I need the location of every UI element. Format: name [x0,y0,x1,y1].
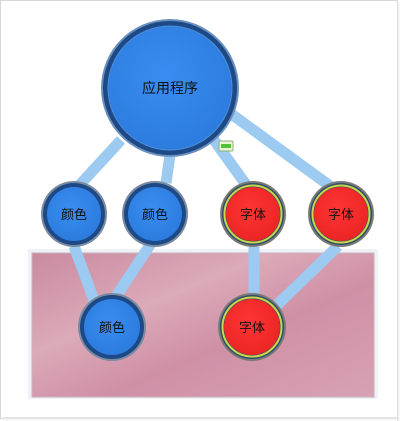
frame-shadow-right [397,3,400,421]
edge-font-2-font-3 [272,242,342,310]
edge-color-1-color-3 [68,244,101,305]
node-color-3[interactable]: 颜色 [78,293,146,361]
node-font-1-label: 字体 [240,208,266,223]
node-font-3-label: 字体 [239,321,265,336]
node-color-2-label: 颜色 [142,207,168,223]
node-font-3[interactable]: 字体 [218,293,286,361]
edges [68,108,342,310]
edge-root-font-2 [226,108,334,191]
connector-handle[interactable] [218,140,234,152]
node-color-2[interactable]: 颜色 [122,181,188,247]
node-color-3-label: 颜色 [99,320,125,336]
node-color-1[interactable]: 颜色 [41,181,107,247]
node-font-2[interactable]: 字体 [308,181,374,247]
edge-root-color-1 [70,136,126,194]
node-font-2-label: 字体 [328,208,354,223]
node-root-label: 应用程序 [142,80,198,97]
node-color-1-label: 颜色 [61,207,87,223]
edge-root-color-2 [160,154,176,184]
edge-color-2-color-3 [110,238,157,302]
node-font-1[interactable]: 字体 [220,181,286,247]
node-root[interactable]: 应用程序 [101,19,239,157]
frame-shadow [3,417,400,421]
